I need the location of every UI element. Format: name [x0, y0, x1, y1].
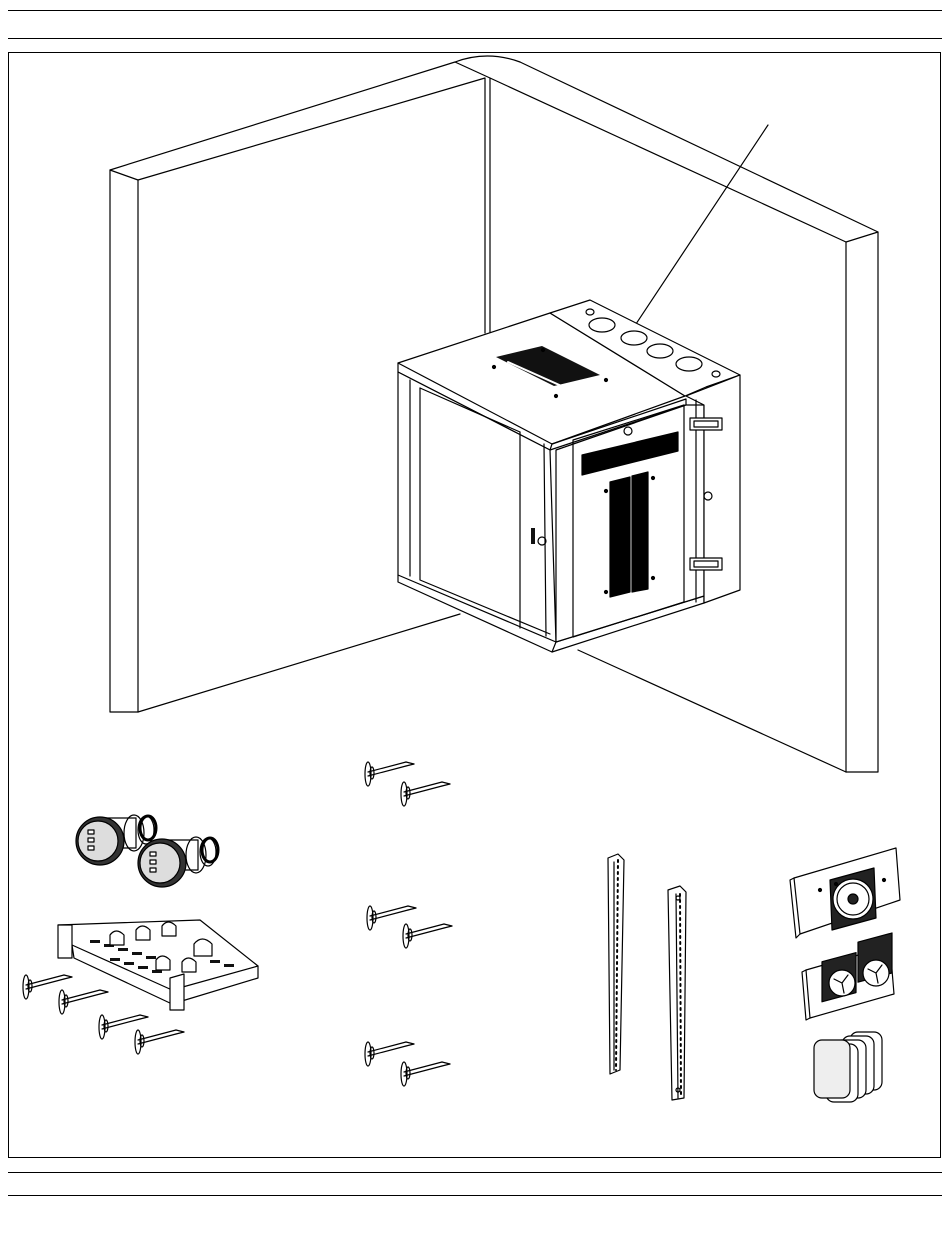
callout-leader-line: [620, 125, 768, 348]
screw: [367, 906, 416, 930]
screw: [401, 1062, 450, 1086]
wall-mount-cabinet: [398, 300, 740, 652]
filter-pad-stack: [814, 1032, 882, 1102]
screw: [403, 924, 452, 948]
castor-wheel: [138, 837, 218, 887]
screw: [59, 990, 108, 1014]
cantilever-shelf: [58, 920, 258, 1010]
screw: [401, 782, 450, 806]
screw: [365, 1042, 414, 1066]
fan-unit: [790, 848, 900, 938]
mounting-rail: [608, 854, 624, 1074]
screw: [135, 1030, 184, 1054]
screw: [365, 762, 414, 786]
fan-unit: [802, 933, 894, 1020]
mounting-rail: [668, 886, 686, 1100]
